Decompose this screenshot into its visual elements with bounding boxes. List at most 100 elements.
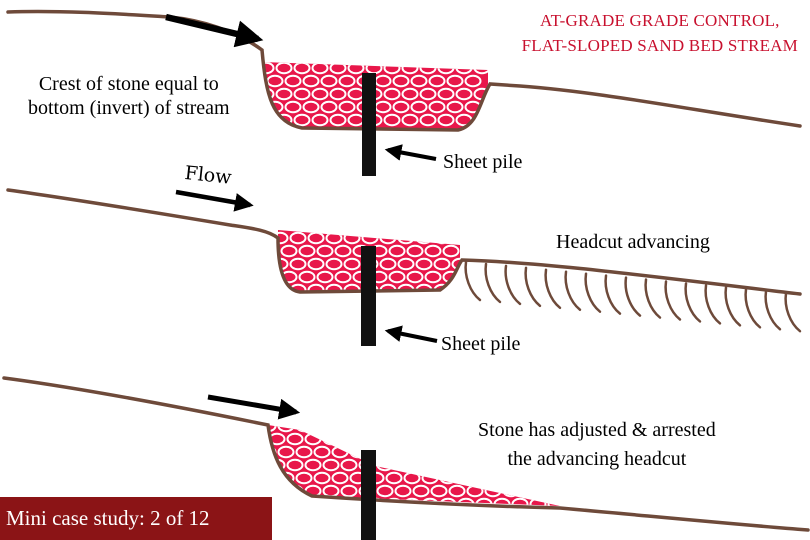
stone-cell: [316, 244, 334, 258]
stone-cell: [379, 257, 397, 271]
stone-cell: [430, 458, 448, 472]
stone-cell: [316, 270, 334, 284]
stone-cell: [406, 270, 424, 284]
stone-cell: [293, 87, 311, 101]
stone-cell: [329, 113, 347, 127]
stone-cell: [376, 484, 394, 498]
stone-cell: [340, 432, 358, 446]
stone-cell: [284, 100, 302, 114]
stone-cell: [464, 74, 482, 88]
stone-cell: [421, 425, 439, 433]
stone-cell: [349, 425, 367, 433]
stone-cell: [439, 425, 457, 433]
stone-cell: [295, 445, 313, 459]
stone-fill: [268, 425, 560, 506]
stone-cell: [428, 74, 446, 88]
stone-cell: [295, 425, 313, 433]
stone-cell: [329, 87, 347, 101]
headcut-scallop: [764, 290, 782, 331]
sheet-pile-label-1: Sheet pile: [443, 151, 523, 173]
stone-cell: [412, 484, 430, 498]
headcut-scallop: [664, 280, 682, 321]
stone-cell: [401, 87, 419, 101]
stone-cell: [262, 113, 275, 127]
stone-cell: [320, 100, 338, 114]
headcut-scallop: [504, 264, 522, 306]
stone-cell: [325, 257, 343, 271]
stone-cell: [307, 257, 325, 271]
stone-cell: [278, 244, 280, 258]
stone-cell: [289, 231, 307, 245]
stone-cell: [385, 471, 403, 485]
stone-cell: [268, 484, 286, 498]
headcut-scallop: [564, 270, 582, 311]
stone-cell: [451, 283, 460, 292]
stone-cell: [367, 425, 385, 433]
stone-cell: [313, 425, 331, 433]
stone-cell: [448, 432, 466, 446]
stone-cell: [334, 244, 352, 258]
crest-label: Crest of stone equal to bottom (invert) …: [28, 72, 230, 120]
stone-cell: [278, 231, 289, 245]
stone-cell: [277, 497, 295, 506]
panel-2-channel: [6, 188, 802, 346]
stone-cell: [511, 471, 529, 485]
stone-cell: [298, 270, 316, 284]
ground-line: [6, 188, 802, 296]
case-study-badge: Mini case study: 2 of 12: [0, 497, 272, 540]
stone-cell: [437, 87, 455, 101]
stone-cell: [275, 87, 293, 101]
stone-cell: [331, 425, 349, 433]
stone-cell: [340, 484, 358, 498]
stone-cell: [529, 471, 547, 485]
flow-arrow: [175, 189, 254, 212]
stone-cell: [252, 486, 267, 496]
stone-cell: [439, 445, 457, 459]
stone-cell: [388, 244, 406, 258]
stone-cell: [286, 432, 304, 446]
flow-arrow: [207, 394, 301, 420]
diagram-title: AT-GRADE GRADE CONTROL, FLAT-SLOPED SAND…: [522, 8, 798, 58]
stone-cell: [322, 432, 340, 446]
headcut-scallop: [684, 282, 702, 323]
stone-cell: [278, 270, 280, 284]
stone-cell: [415, 257, 433, 271]
stone-cell: [448, 458, 466, 472]
stone-cell: [406, 244, 424, 258]
sheet-pile-pointer-arrow: [384, 144, 437, 161]
stone-cell: [446, 100, 464, 114]
headcut-scallop: [544, 268, 562, 310]
crest-label-line-1: Crest of stone equal to: [38, 73, 219, 95]
stone-cell: [313, 471, 331, 485]
stone-cell: [302, 100, 320, 114]
panel-1-channel: [6, 9, 802, 176]
flow-arrow: [165, 13, 264, 48]
stone-cell: [343, 257, 361, 271]
stone-cell: [394, 432, 412, 446]
title-line-2: FLAT-SLOPED SAND BED STREAM: [521, 36, 798, 55]
sheet-pile-pointer-arrow: [384, 325, 438, 343]
stone-cell: [442, 244, 460, 258]
stone-cell: [439, 471, 457, 485]
stone-cell: [313, 497, 331, 506]
stone-cell: [262, 100, 266, 114]
stone-cell: [252, 434, 267, 444]
stone-cell: [286, 458, 304, 472]
stone-cell: [311, 113, 329, 127]
stone-cell: [277, 445, 295, 459]
stone-cell: [457, 471, 475, 485]
stone-cell: [304, 458, 322, 472]
stone-cell: [284, 74, 302, 88]
stone-cell: [252, 460, 267, 470]
stone-cell: [397, 257, 415, 271]
stone-cell: [392, 100, 410, 114]
flow-label: Flow: [183, 161, 233, 189]
stone-cell: [457, 445, 475, 459]
stone-cell: [388, 270, 406, 284]
stone-cell: [401, 113, 419, 127]
stone-cell: [385, 425, 403, 433]
stone-cell: [419, 87, 437, 101]
title-line-1: AT-GRADE GRADE CONTROL,: [540, 11, 780, 30]
headcut-scallop: [464, 260, 482, 302]
